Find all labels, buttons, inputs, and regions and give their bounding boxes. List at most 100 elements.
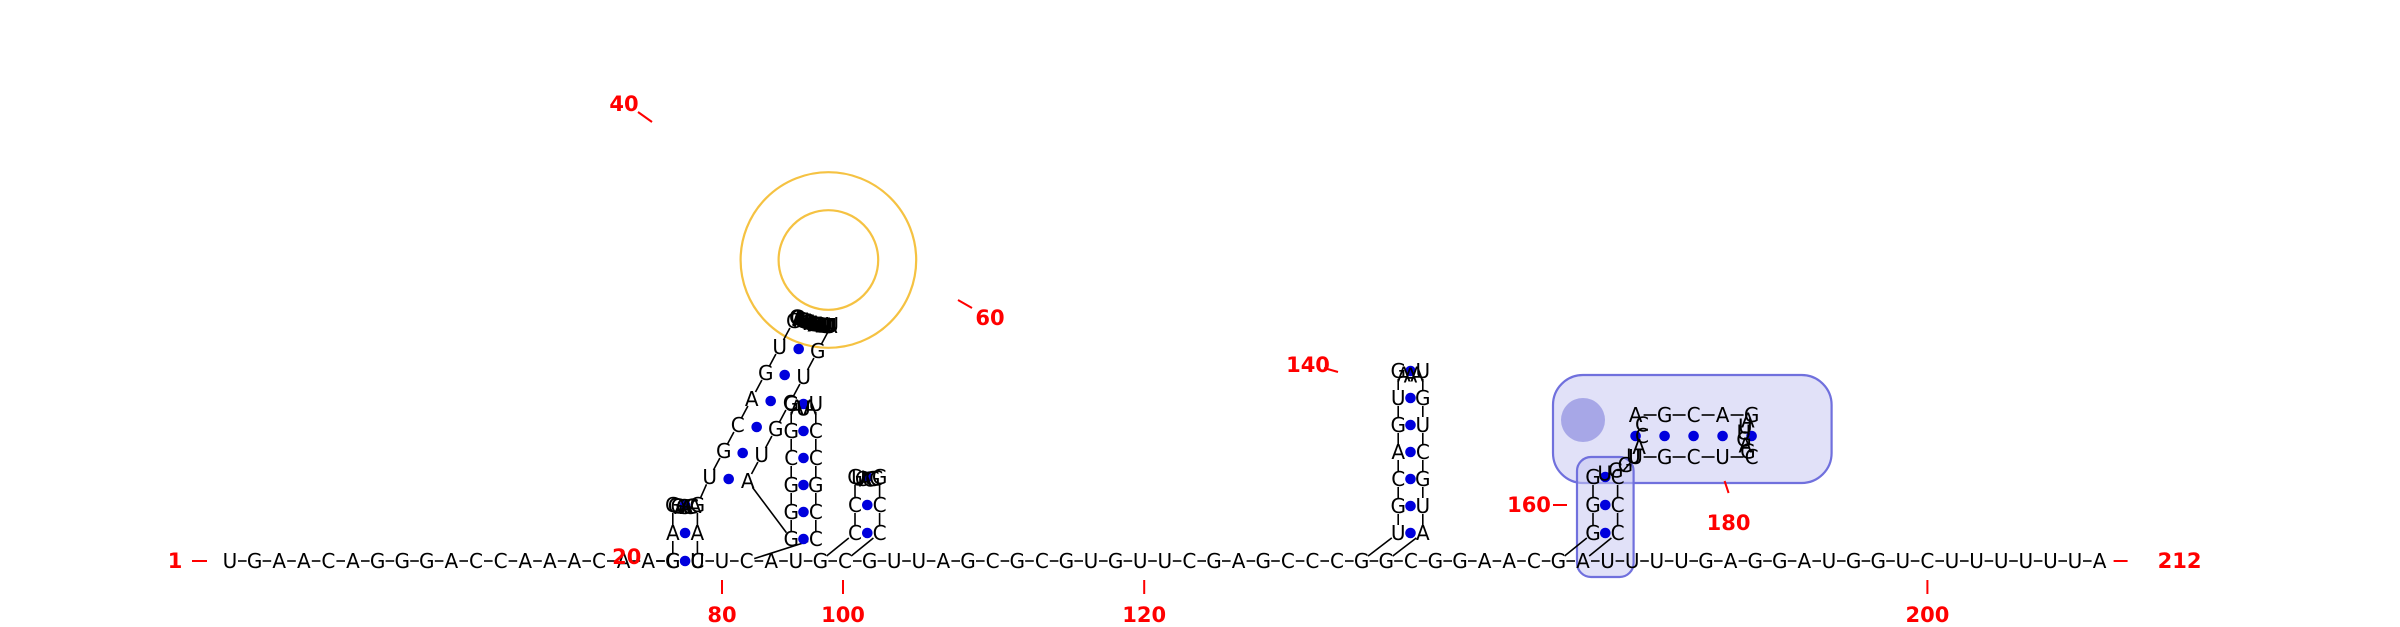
- nucleotide: G: [872, 465, 888, 489]
- backbone-link: [726, 431, 735, 445]
- base-pair-dot: [798, 479, 809, 491]
- nucleotide: U: [1738, 414, 1753, 438]
- nucleotide: U: [851, 466, 866, 490]
- base-pair-dot: [793, 343, 804, 355]
- nucleotide: C: [862, 468, 876, 492]
- nucleotide: U: [808, 392, 823, 416]
- nucleotide: U: [1415, 359, 1430, 383]
- nucleotide: U: [1945, 549, 1960, 573]
- nucleotide: A: [674, 495, 688, 519]
- nucleotide: G: [783, 527, 799, 551]
- position-label: 40: [609, 92, 638, 116]
- label-tick: [957, 299, 973, 309]
- position-label: 140: [1286, 353, 1330, 377]
- nucleotide: G: [1206, 549, 1222, 573]
- nucleotide: G: [370, 549, 386, 573]
- nucleotide: U: [796, 365, 811, 389]
- base-pair-dot: [862, 499, 873, 511]
- nucleotide: G: [1846, 549, 1862, 573]
- nucleotide: C: [873, 521, 887, 545]
- nucleotide: A: [741, 469, 755, 493]
- nucleotide: C: [855, 467, 869, 491]
- nucleotide: U: [715, 549, 730, 573]
- nucleotide: U: [1969, 549, 1984, 573]
- nucleotide: G: [394, 549, 410, 573]
- base-pair-dot: [1746, 430, 1757, 442]
- nucleotide: U: [821, 314, 836, 338]
- backbone-link: [820, 331, 829, 345]
- nucleotide: C: [784, 446, 798, 470]
- nucleotide: G: [783, 500, 799, 524]
- nucleotide: U: [1674, 549, 1689, 573]
- nucleotide: A: [543, 549, 557, 573]
- highlight-yellow-inner: [777, 209, 880, 311]
- nucleotide: A: [816, 314, 830, 338]
- nucleotide: G: [1618, 453, 1634, 477]
- nucleotide: U: [1625, 549, 1640, 573]
- nucleotide: G: [676, 495, 692, 519]
- nucleotide: C: [1920, 549, 1934, 573]
- nucleotide: C: [1611, 521, 1625, 545]
- nucleotide: G: [1657, 403, 1673, 427]
- nucleotide: A: [297, 549, 311, 573]
- nucleotide: G: [1415, 386, 1431, 410]
- nucleotide: U: [1649, 549, 1664, 573]
- nucleotide: C: [800, 310, 814, 334]
- position-label: 120: [1122, 603, 1166, 627]
- nucleotide: A: [1716, 403, 1730, 427]
- nucleotide: A: [688, 494, 702, 518]
- nucleotide: C: [1404, 549, 1418, 573]
- nucleotide: C: [1281, 549, 1295, 573]
- nucleotide: U: [223, 549, 238, 573]
- nucleotide: G: [1698, 549, 1714, 573]
- nucleotide: U: [1737, 421, 1752, 445]
- nucleotide: U: [690, 549, 705, 573]
- nucleotide: C: [1035, 549, 1049, 573]
- nucleotide: A: [1502, 549, 1516, 573]
- nucleotide: C: [873, 493, 887, 517]
- nucleotide: C: [469, 549, 483, 573]
- base-pair-dot: [862, 527, 873, 539]
- nucleotide: G: [1585, 465, 1601, 489]
- backbone-link: [699, 483, 708, 499]
- nucleotide: C: [1416, 440, 1430, 464]
- base-pair-dot: [723, 473, 734, 485]
- nucleotide: G: [1551, 549, 1567, 573]
- base-pair-dot: [1405, 419, 1416, 431]
- nucleotide: U: [817, 314, 832, 338]
- nucleotide: U: [1133, 549, 1148, 573]
- nucleotide: U: [804, 312, 819, 336]
- nucleotide: C: [685, 495, 699, 519]
- nucleotide: G: [247, 549, 263, 573]
- nucleotide: A: [518, 549, 532, 573]
- base-pair-dot: [862, 471, 873, 483]
- position-label: 180: [1707, 511, 1751, 535]
- nucleotide: C: [1635, 413, 1649, 437]
- nucleotide: U: [1084, 549, 1099, 573]
- base-pair-dot: [798, 398, 809, 410]
- nucleotide: C: [1391, 467, 1405, 491]
- nucleotide: G: [1452, 549, 1468, 573]
- base-pair-dot: [1405, 527, 1416, 539]
- nucleotide: C: [809, 527, 823, 551]
- nucleotide: G: [768, 417, 784, 441]
- base-pair-dot: [798, 425, 809, 437]
- base-pair-dot: [1405, 365, 1416, 377]
- position-label: 1: [168, 549, 183, 573]
- nucleotide: G: [1378, 549, 1394, 573]
- nucleotide: C: [811, 313, 825, 337]
- nucleotide: U: [799, 310, 814, 334]
- backbone-link: [850, 537, 874, 557]
- base-pair-dot: [751, 421, 762, 433]
- nucleotide: C: [802, 311, 816, 335]
- nucleotide: G: [1772, 549, 1788, 573]
- backbone-link: [712, 457, 721, 471]
- nucleotide: G: [1428, 549, 1444, 573]
- nucleotide: A: [803, 311, 817, 335]
- nucleotide: U: [754, 443, 769, 467]
- nucleotide: U: [1391, 386, 1406, 410]
- nucleotide: A: [1741, 408, 1755, 432]
